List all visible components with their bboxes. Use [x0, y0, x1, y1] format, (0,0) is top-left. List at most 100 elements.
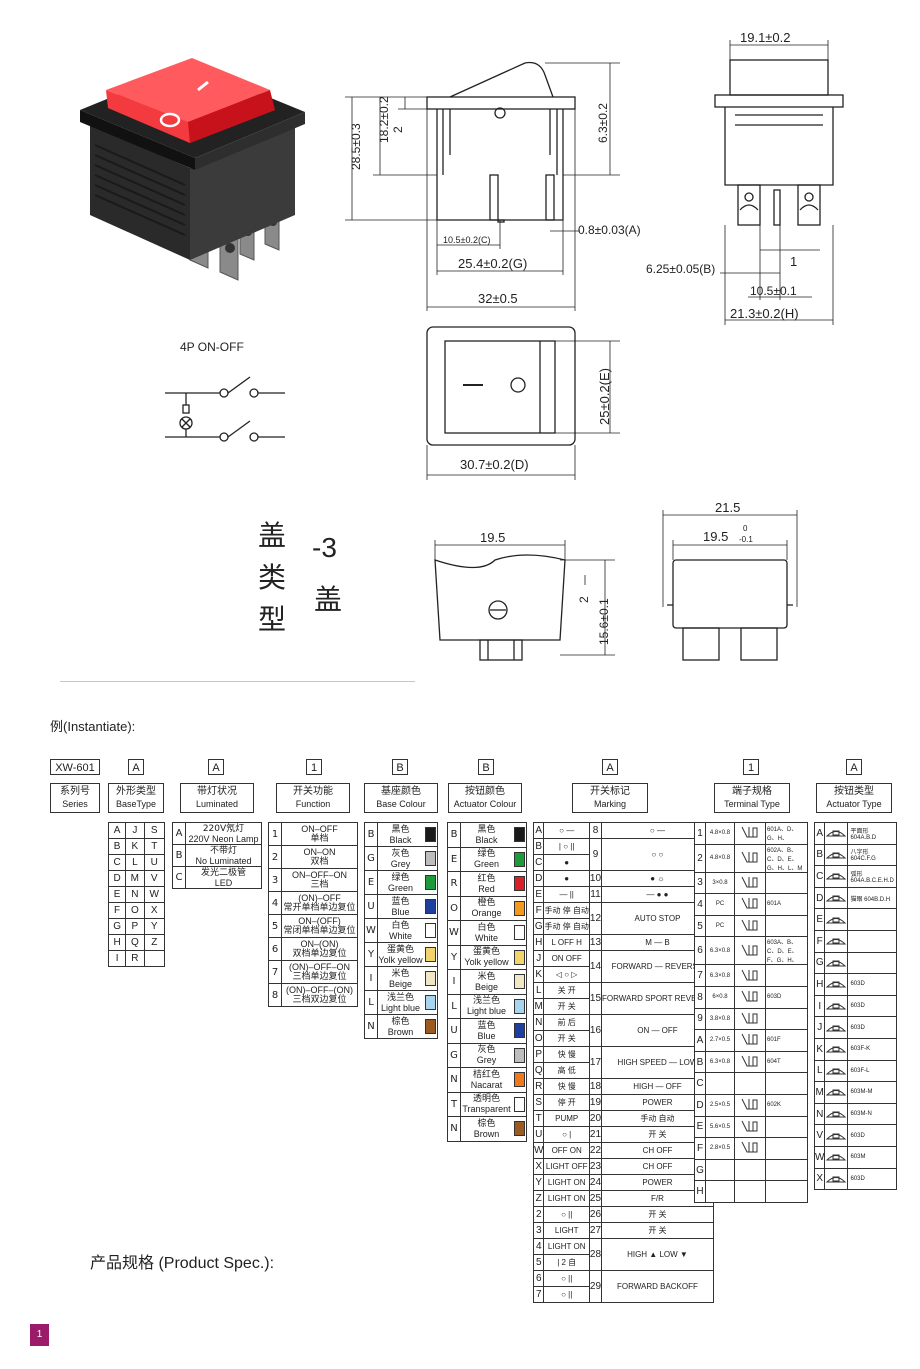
marking-key: 24	[588, 1174, 603, 1191]
marking-symbol: LIGHT ON	[543, 1190, 590, 1207]
colour-swatch	[424, 971, 436, 986]
marking-key: M	[532, 998, 545, 1015]
basetype-cell: E	[107, 886, 127, 903]
actuator-type-key: X	[813, 1167, 826, 1191]
colour-swatch	[424, 827, 436, 842]
actuator-type-key: I	[813, 994, 826, 1018]
terminal-icon	[741, 944, 758, 956]
actuator-icon	[826, 852, 847, 859]
marking-key: C	[532, 854, 545, 871]
marking-row: A○ —8○ —	[532, 822, 714, 839]
actuator-type-text: 603D	[847, 1124, 897, 1147]
cap-side-drawing: 19.5 2 15.6±0.1	[434, 530, 615, 661]
function-key: 5	[268, 914, 282, 938]
basetype-cell: R	[125, 950, 145, 967]
function-key: 3	[268, 868, 282, 892]
actuator_colour-en: Grey	[476, 1055, 497, 1066]
marking-symbol: HIGH ▲ LOW ▼	[601, 1238, 714, 1271]
base_colour-zh: 绿色	[391, 872, 410, 883]
marking-key: L	[532, 982, 545, 999]
marking-row: D●10● ☼	[532, 870, 714, 887]
colour-swatch	[424, 1019, 436, 1034]
marking-key: 14	[588, 950, 603, 983]
marking-key: 23	[588, 1158, 603, 1175]
actuator_colour-key: N	[447, 1067, 461, 1093]
dim-cap-height: 15.6±0.1	[597, 598, 611, 645]
colour-swatch	[513, 1121, 525, 1137]
marking-key: 3	[532, 1222, 545, 1239]
marking-key: 13	[588, 934, 603, 951]
actuator-icon	[826, 938, 847, 945]
terminal-type	[765, 964, 808, 987]
basetype-cell: C	[107, 854, 127, 871]
base_colour-key: Y	[364, 942, 378, 967]
actuator_colour-en: Brown	[473, 1128, 500, 1139]
actuator-type-text: 猫眼 604B.D.H	[847, 886, 897, 910]
function-en: (ON)–OFF–ON	[288, 962, 350, 972]
actuator-icon	[826, 873, 847, 880]
marking-key: G	[532, 918, 545, 935]
dim-end-top: 19.1±0.2	[740, 30, 791, 45]
actuator-icon	[826, 1111, 847, 1118]
marking-symbol: OFF ON	[543, 1142, 590, 1159]
actuator-type-text: 603D	[847, 1016, 897, 1039]
marking-symbol: 手动 停 自动	[543, 918, 590, 935]
function-zh: 双档	[310, 857, 329, 867]
function-en: ON–(OFF)	[298, 916, 341, 926]
dim-cap-end-tol-dn: -0.1	[739, 535, 753, 544]
terminal-key: 4	[694, 893, 706, 916]
terminal-icon	[741, 876, 758, 888]
actuator_colour-zh: 蓝色	[477, 1020, 496, 1031]
cover-type-title: 盖 类 型	[255, 515, 289, 641]
actuator-type-key: F	[813, 929, 826, 953]
actuator-type-text	[847, 908, 897, 931]
basetype-cell: N	[125, 886, 145, 903]
marking-key: 10	[588, 870, 603, 887]
marking-symbol: | ○ ||	[543, 838, 590, 855]
basetype-cell: W	[143, 886, 165, 903]
actuator-icon	[826, 981, 847, 988]
marking-key: O	[532, 1030, 545, 1047]
actuator_colour-zh: 红色	[477, 873, 496, 884]
marking-symbol: 开 关	[543, 998, 590, 1015]
actuator-type-text: 603F-L	[847, 1059, 897, 1083]
base_colour-en: Black	[389, 834, 412, 845]
function-zh: 单档	[310, 834, 329, 844]
terminal-row: H	[694, 1180, 808, 1203]
function-en: ON–OFF	[301, 824, 338, 834]
marking-symbol: ○ ||	[543, 1286, 590, 1303]
base_colour-zh: 蛋黄色	[386, 944, 414, 955]
actuator_colour-key: E	[447, 846, 461, 872]
base_colour-zh: 米色	[391, 968, 410, 979]
marking-key: 27	[588, 1222, 603, 1239]
code-luminated: A	[208, 759, 224, 775]
luminated-zh: 发光二极管	[200, 867, 246, 878]
actuator_colour-key: Y	[447, 944, 461, 970]
function-key: 1	[268, 822, 282, 846]
function-en: ON–(ON)	[300, 939, 339, 949]
marking-key: W	[532, 1142, 545, 1159]
marking-symbol: 关 开	[543, 982, 590, 999]
base_colour-key: G	[364, 846, 378, 871]
function-key: 8	[268, 983, 282, 1007]
